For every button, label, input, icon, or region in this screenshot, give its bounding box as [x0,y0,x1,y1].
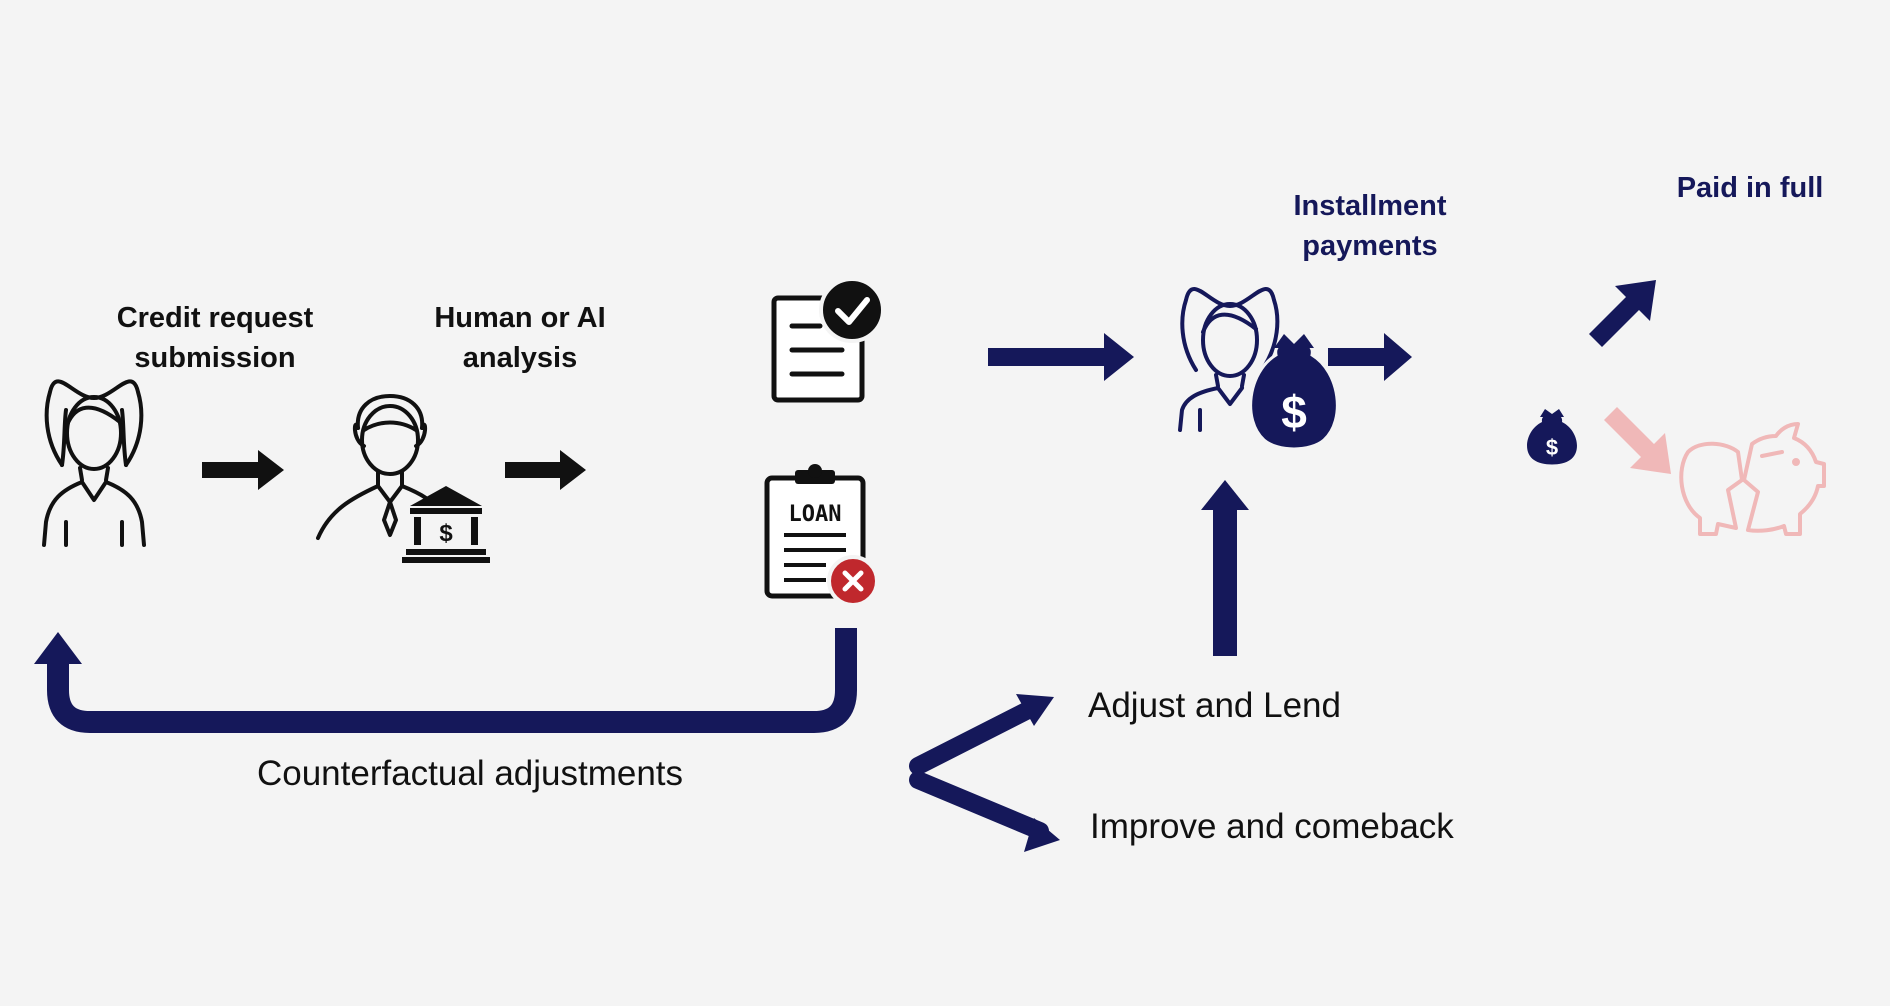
analysis-line-1: Human or AI [434,302,606,334]
money-bag-dollar-icon: $ [1281,386,1307,438]
borrower-icon [1178,287,1280,432]
counterfactual-adjustments-label: Counterfactual adjustments [256,754,684,793]
arrow-analysis-to-decision [505,450,586,490]
installment-line-2: payments [1302,230,1438,262]
installment-line-1: Installment [1293,190,1447,222]
installment-payments-label: Installment payments [1245,186,1495,266]
small-money-bag-dollar-icon: $ [1546,435,1558,460]
small-money-bag-icon [1527,409,1577,465]
arrow-default-faded [1604,407,1671,474]
bank-icon [402,486,490,563]
arrow-submit-to-analysis [202,450,284,490]
paid-in-full-label: Paid in full [1676,172,1824,204]
branch-arrow-lend-head [1016,694,1054,726]
reject-icon [827,555,879,607]
broken-piggy-bank-icon [1679,422,1826,536]
money-bag-icon [1249,334,1339,451]
arrow-paid-in-full [1589,280,1656,347]
arrow-lend-up-head [1201,480,1249,510]
analyst-icon [316,394,428,540]
branch-arrow-improve-head [1024,818,1060,852]
loan-clipboard-text: LOAN [789,502,842,527]
branch-arrows [909,694,1060,852]
check-icon [819,277,885,343]
arrow-borrower-to-installments [1328,333,1412,381]
applicant-icon [42,379,146,547]
arrow-approved-to-borrower [988,333,1134,381]
arrow-lend-up-shaft [1213,508,1237,656]
adjust-and-lend-label: Adjust and Lend [1088,686,1341,725]
credit-request-line-1: Credit request [116,302,314,334]
bank-dollar-icon: $ [439,520,453,547]
credit-request-label: Credit request submission [80,298,350,378]
credit-request-line-2: submission [134,342,296,374]
analysis-label: Human or AI analysis [400,298,640,378]
improve-and-comeback-label: Improve and comeback [1090,807,1454,846]
branch-arrow-lend-line [909,697,1045,775]
analysis-line-2: analysis [462,342,578,374]
feedback-loop-arrowhead [34,632,82,664]
counterfactual-feedback-loop [47,628,857,733]
branch-arrow-improve-line [909,771,1049,840]
